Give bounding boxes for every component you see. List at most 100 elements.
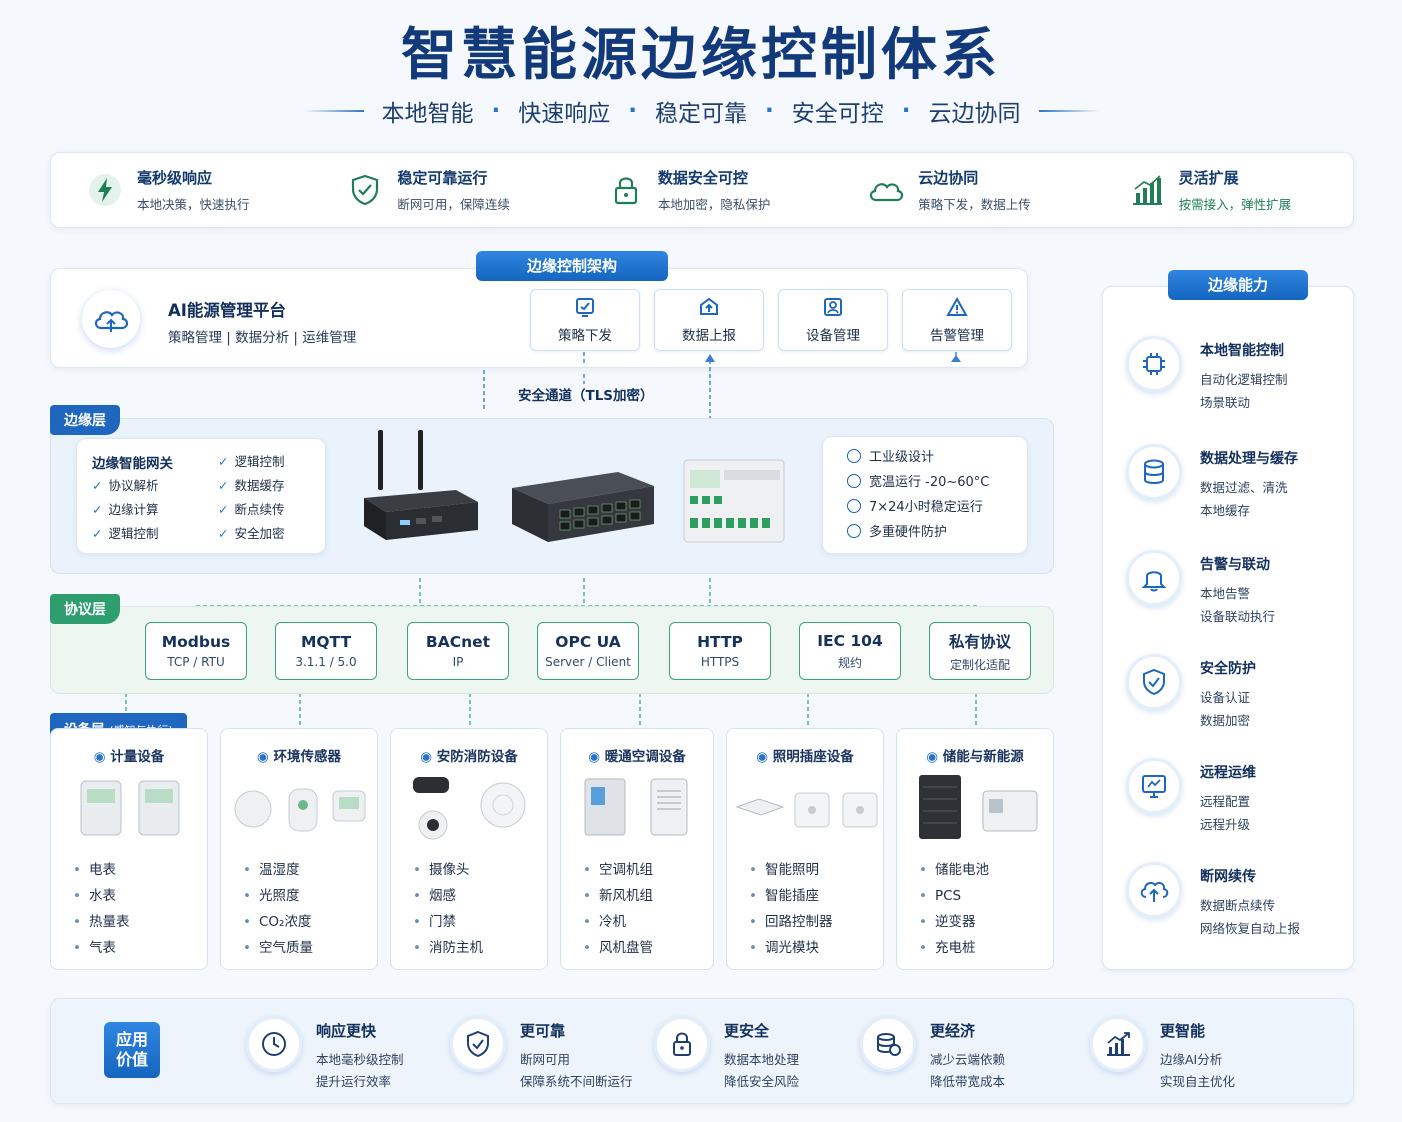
function-policy[interactable]: 策略下发: [530, 289, 640, 351]
gateway-left-list: ✓协议解析 ✓边缘计算 ✓逻辑控制: [92, 478, 159, 541]
chip-icon: [1126, 336, 1182, 392]
shield-check-icon: [450, 1016, 506, 1072]
bar-chart-icon: [1127, 170, 1167, 210]
coins-icon: [860, 1016, 916, 1072]
architecture-label: 边缘控制架构: [476, 251, 668, 281]
lock-icon: [654, 1016, 710, 1072]
value-label: 应用价值: [104, 1022, 160, 1078]
value-item: 更安全数据本地处理降低安全风险: [654, 1016, 799, 1093]
value-item: 更智能边缘AI分析实现自主优化: [1090, 1016, 1235, 1093]
check-icon: ✓: [92, 526, 103, 541]
value-item: 更经济减少云端依赖降低带宽成本: [860, 1016, 1005, 1093]
alarm-icon: [946, 296, 968, 316]
value-item: 更可靠断网可用保障系统不间断运行: [450, 1016, 633, 1093]
device-group-lighting: ◉ 照明插座设备 智能照明智能插座回路控制器调光模块: [726, 728, 884, 970]
subtitle-item: 云边协同: [928, 101, 1021, 127]
check-icon: ✓: [218, 478, 229, 493]
device-group-security: ◉ 安防消防设备 摄像头烟感门禁消防主机: [390, 728, 548, 970]
hardware-spec-card: 工业级设计 宽温运行 -20~60°C 7×24小时稳定运行 多重硬件防护: [822, 436, 1028, 554]
cloud-icon: [866, 170, 906, 210]
edge-controller-device-image: [683, 459, 785, 543]
gateway-card: [76, 438, 326, 554]
capabilities-label: 边缘能力: [1168, 270, 1308, 300]
gateway-title: 边缘智能网关: [92, 456, 173, 472]
capability-item: 本地智能控制自动化逻辑控制场景联动: [1126, 336, 1346, 414]
device-manage-icon: [824, 298, 842, 316]
sensor-icon: ◉: [257, 749, 269, 765]
subtitle-bar: 本地智能· 快速响应· 稳定可靠· 安全可控· 云边协同: [0, 94, 1402, 128]
policy-icon: [576, 298, 594, 317]
lightning-icon: [85, 170, 125, 210]
capabilities-panel: [1102, 286, 1354, 970]
device-group-metering: ◉ 计量设备 电表水表热量表气表: [50, 728, 208, 970]
edge-switch-device-image: [512, 472, 654, 542]
check-icon: ✓: [218, 502, 229, 517]
capability-item: 告警与联动本地告警设备联动执行: [1126, 550, 1346, 628]
shield-icon: [1126, 654, 1182, 710]
feature-bar: 毫秒级响应本地决策，快速执行 稳定可靠运行断网可用，保障连续 数据安全可控本地加…: [50, 152, 1354, 228]
growth-chart-icon: [1090, 1016, 1146, 1072]
protection-icon: [847, 524, 861, 538]
value-item: 响应更快本地毫秒级控制提升运行效率: [246, 1016, 404, 1093]
meter-device-image: [80, 780, 180, 836]
feature-item: 毫秒级响应本地决策，快速执行: [51, 167, 311, 213]
gateway-right-list: ✓逻辑控制 ✓数据缓存 ✓断点续传 ✓安全加密: [218, 454, 285, 541]
platform-title: AI能源管理平台: [168, 301, 286, 320]
monitor-icon: [1126, 758, 1182, 814]
feature-item: 稳定可靠运行断网可用，保障连续: [311, 167, 571, 213]
sensor-device-image: [234, 788, 366, 832]
capability-item: 数据处理与缓存数据过滤、清洗本地缓存: [1126, 444, 1346, 522]
light-icon: ◉: [756, 749, 769, 765]
cloud-platform-icon: [82, 290, 140, 348]
hvac-device-image: [584, 778, 688, 836]
lock-icon: [606, 170, 646, 210]
upload-icon: [700, 297, 718, 315]
camera-icon: ◉: [420, 749, 433, 765]
capability-item: 安全防护设备认证数据加密: [1126, 654, 1346, 732]
clock-icon: [246, 1016, 302, 1072]
check-icon: ✓: [218, 526, 229, 541]
function-device[interactable]: 设备管理: [778, 289, 888, 351]
subtitle-left-line: [303, 110, 364, 112]
feature-item: 云边协同策略下发，数据上传: [832, 167, 1092, 213]
edge-layer-label: 边缘层: [50, 405, 120, 435]
subtitle-item: 本地智能: [381, 101, 474, 127]
capability-item: 远程运维远程配置远程升级: [1126, 758, 1346, 836]
hvac-icon: ◉: [588, 749, 601, 765]
protocol-layer-label: 协议层: [50, 594, 120, 624]
feature-item: 数据安全可控本地加密，隐私保护: [572, 167, 832, 213]
subtitle-item: 快速响应: [518, 101, 611, 127]
feature-item: 灵活扩展按需接入，弹性扩展: [1093, 167, 1353, 213]
meter-icon: ◉: [93, 749, 106, 765]
camera-device-image: [413, 777, 526, 840]
capability-item: 断网续传数据断点续传网络恢复自动上报: [1126, 862, 1346, 940]
function-alarm[interactable]: 告警管理: [902, 289, 1012, 351]
battery-icon: ◉: [926, 749, 939, 765]
device-group-energy: ◉ 储能与新能源 储能电池PCS逆变器充电桩: [896, 728, 1054, 970]
edge-gateway-device-image: [364, 430, 478, 540]
database-icon: [1126, 444, 1182, 500]
function-report[interactable]: 数据上报: [654, 289, 764, 351]
check-icon: ✓: [92, 478, 103, 493]
device-group-hvac: ◉ 暖通空调设备 空调机组新风机组冷机风机盘管: [560, 728, 714, 970]
check-icon: ✓: [218, 454, 229, 469]
lighting-device-image: [735, 792, 878, 828]
protocol-private[interactable]: 私有协议定制化适配: [929, 622, 1031, 680]
shield-check-icon: [345, 170, 385, 210]
cloud-upload-icon: [1126, 862, 1182, 918]
check-icon: ✓: [92, 502, 103, 517]
energy-device-image: [919, 775, 1038, 839]
subtitle-item: 安全可控: [791, 101, 884, 127]
page-title: 智慧能源边缘控制体系: [401, 23, 1001, 88]
bell-icon: [1126, 550, 1182, 606]
clock-icon: [847, 499, 861, 513]
device-group-environment: ◉ 环境传感器 温湿度光照度CO₂浓度空气质量: [220, 728, 378, 970]
thermometer-icon: [847, 474, 861, 488]
factory-icon: [847, 449, 861, 463]
